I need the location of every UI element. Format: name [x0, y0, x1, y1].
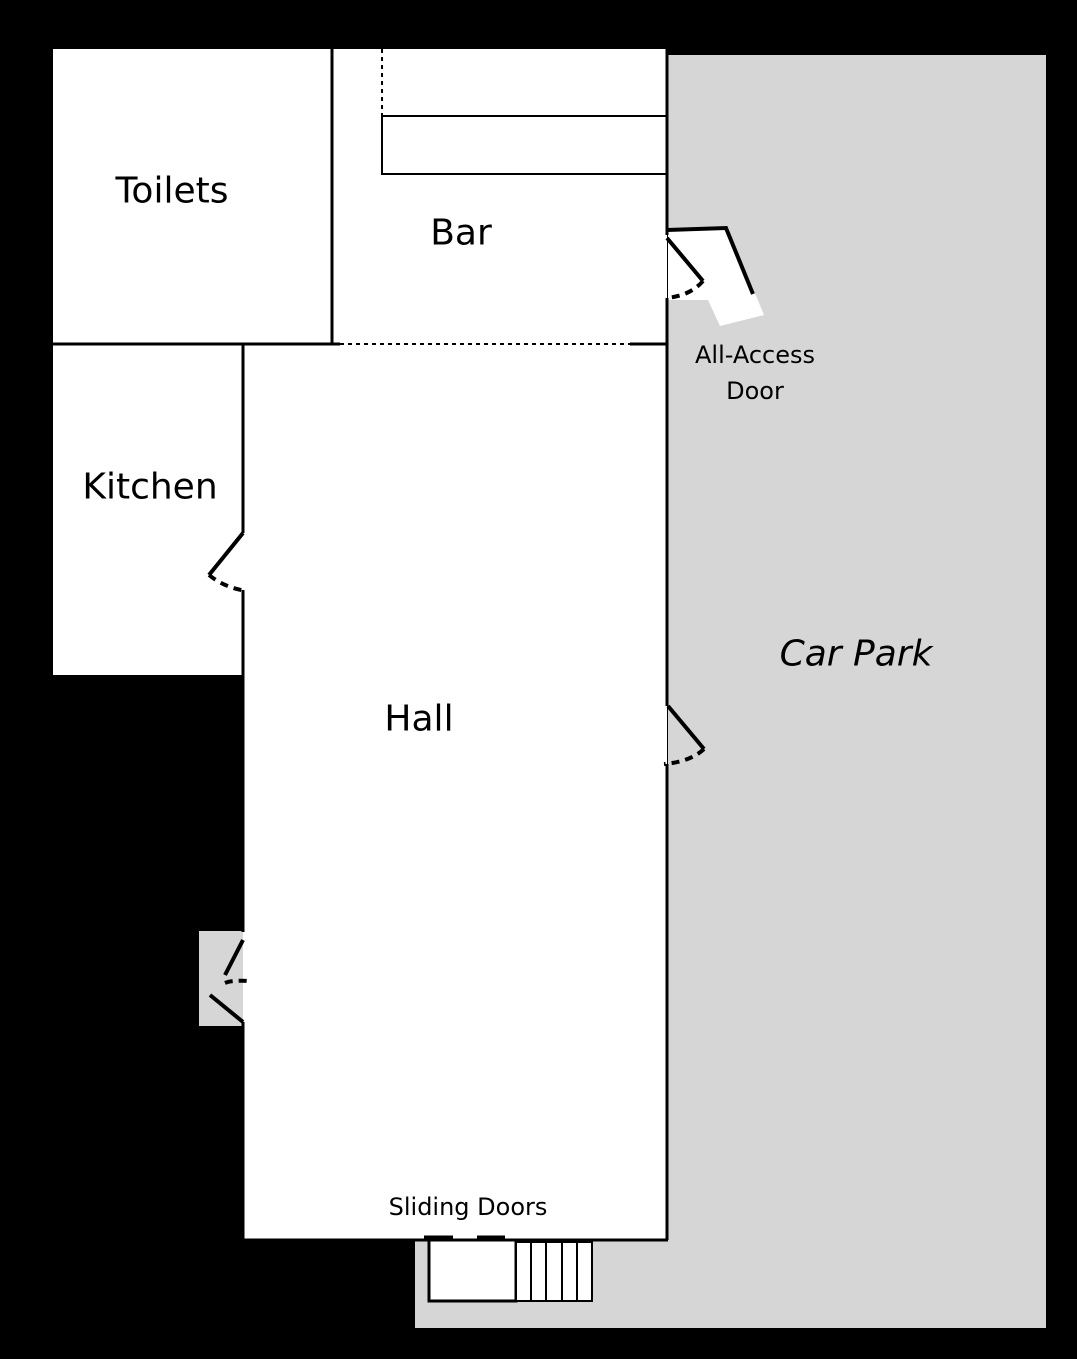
bar-label: Bar [430, 212, 492, 254]
steps [515, 1241, 593, 1302]
bar-room [332, 49, 667, 344]
kitchen-room [53, 344, 243, 675]
car-park-area [415, 55, 1046, 1328]
all-access-door [665, 225, 755, 300]
hall-room [243, 344, 667, 1240]
kitchen-label: Kitchen [82, 466, 218, 508]
walls [53, 49, 669, 1242]
side-entrance-area [199, 931, 243, 1026]
car-park-label: Car Park [779, 633, 933, 675]
front-entrance [424, 1235, 593, 1303]
hall-label: Hall [384, 698, 454, 740]
kitchen-door [207, 531, 248, 593]
all-access-door-apron [668, 228, 764, 326]
toilets-label: Toilets [115, 170, 229, 212]
all-access-door-label-line2: Door [726, 377, 784, 405]
open-boundaries [340, 49, 630, 345]
hall-side-door [663, 704, 706, 766]
toilets-room [53, 49, 332, 344]
sliding-doors-label: Sliding Doors [388, 1193, 548, 1221]
left-double-door [208, 939, 249, 1024]
all-access-door-label-line1: All-Access [694, 341, 816, 369]
